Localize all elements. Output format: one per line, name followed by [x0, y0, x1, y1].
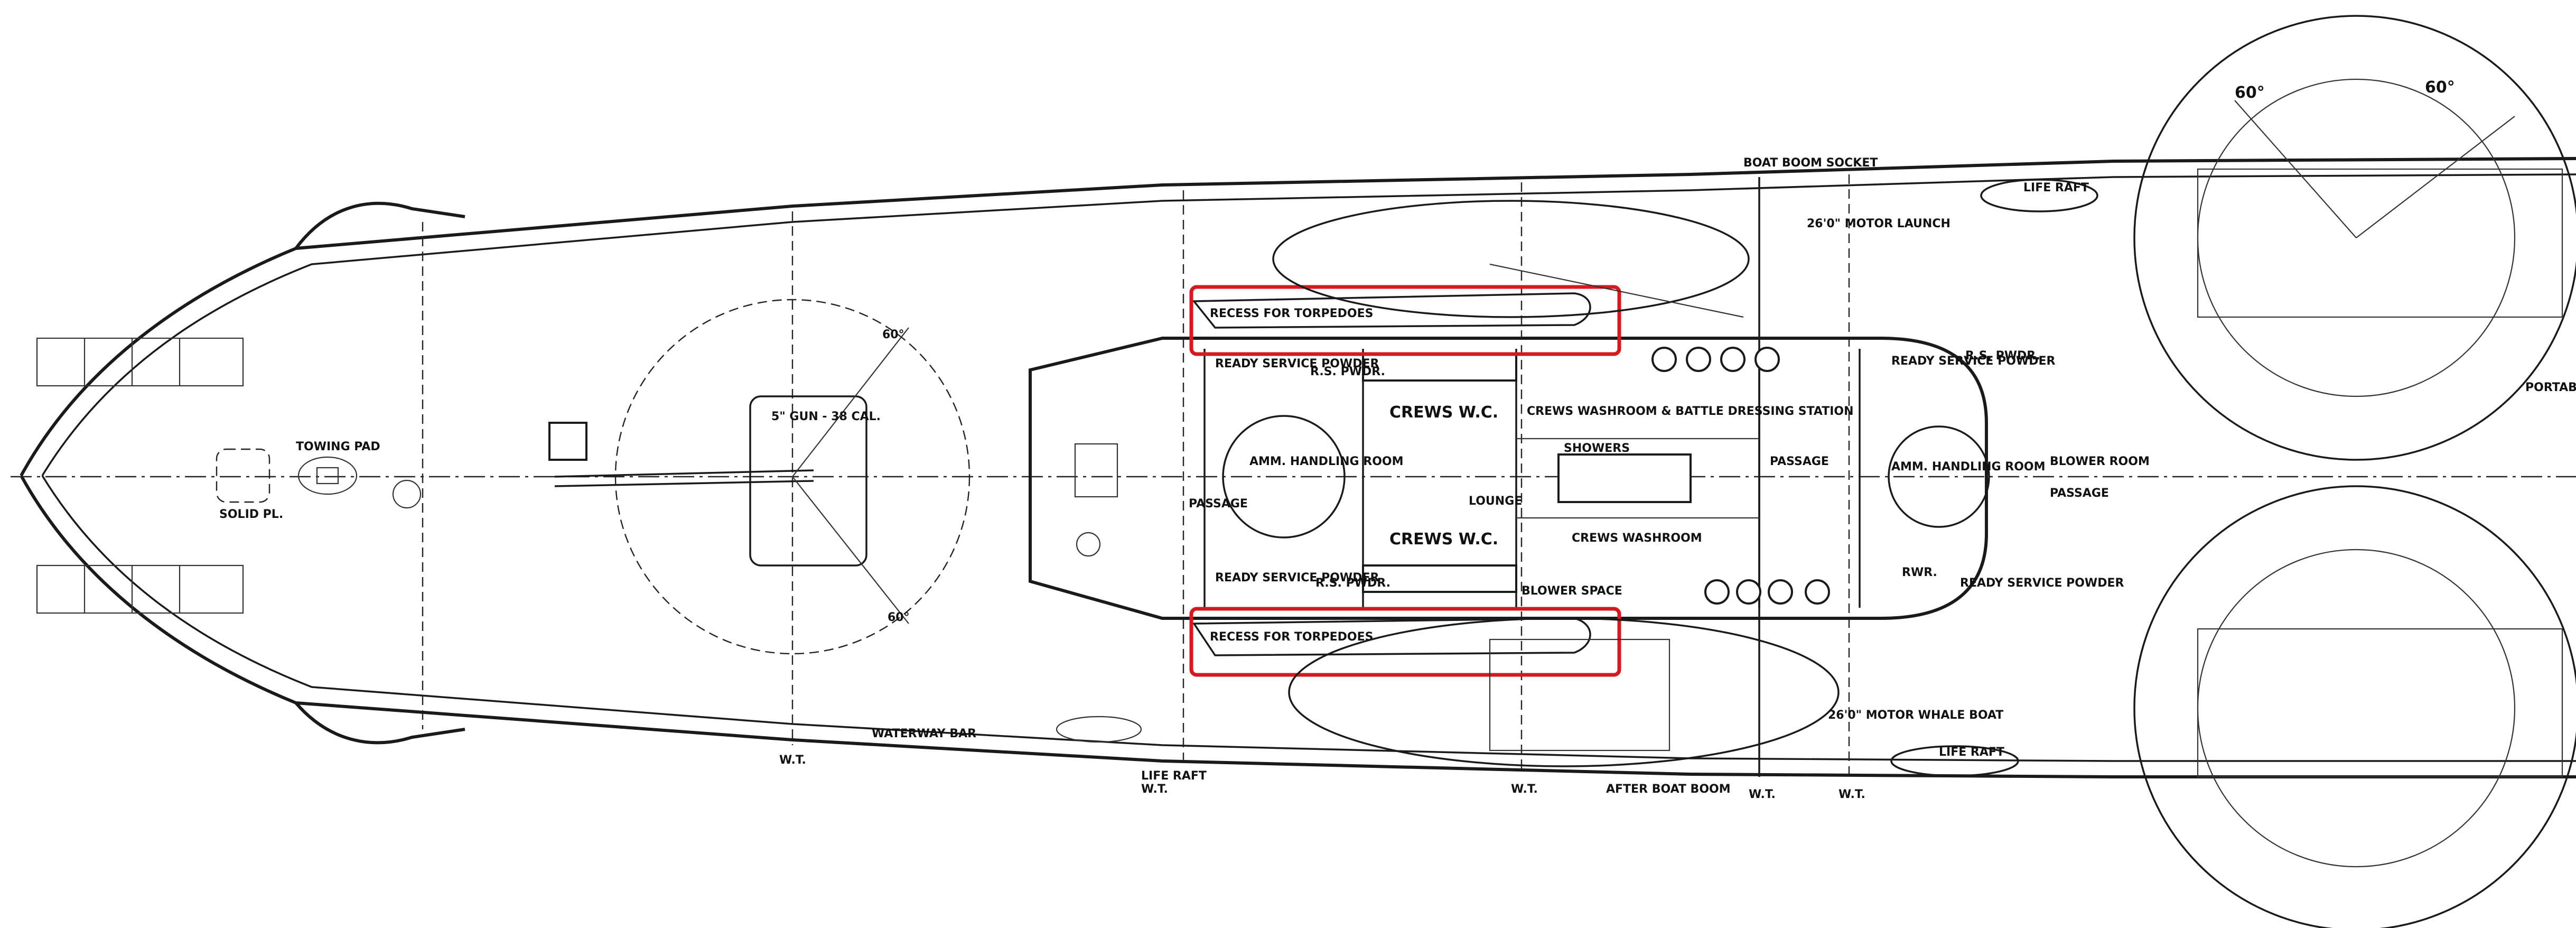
amm-handling-room-aft: AMM. HANDLING ROOM [1891, 460, 2046, 474]
bow-ladders [36, 337, 244, 614]
crews-wc-top: CREWS W.C. [1389, 403, 1498, 422]
after-boat-boom: AFTER BOAT BOOM [1606, 783, 1731, 796]
wt-marker-3: W.T. [1511, 783, 1538, 796]
ready-service-powder-fwd-top: READY SERVICE POWDER [1215, 357, 1379, 370]
side-note: PORTABLE SEARCHLIGHT OVER [2525, 381, 2576, 394]
wt-marker-1: W.T. [779, 754, 806, 767]
torpedo-recess-top [1189, 285, 1621, 356]
passage-mid: PASSAGE [1770, 455, 1829, 468]
life-raft-fwd: LIFE RAFT [1141, 769, 1207, 783]
blower-space: BLOWER SPACE [1522, 584, 1622, 598]
blower-room: BLOWER ROOM [2050, 455, 2150, 468]
wt-marker-4: W.T. [1749, 788, 1776, 801]
boat-boom-socket: BOAT BOOM SOCKET [1743, 156, 1878, 170]
motor-whale-boat-label: 26'0" MOTOR WHALE BOAT [1828, 709, 2003, 722]
deckhouse [1029, 337, 1990, 620]
angle-60-b: 60° [888, 611, 910, 624]
rwr-label: RWR. [1902, 566, 1937, 579]
crews-wc-bottom: CREWS W.C. [1389, 530, 1498, 549]
life-raft-top: LIFE RAFT [2023, 181, 2089, 194]
rs-pwdr-top: R.S. PWDR. [1310, 365, 1385, 378]
passage-aft: PASSAGE [2050, 487, 2109, 500]
life-raft-bottom: LIFE RAFT [1939, 746, 2004, 759]
ready-service-powder-aft-bottom: READY SERVICE POWDER [1960, 577, 2124, 590]
crews-washroom: CREWS WASHROOM [1572, 532, 1702, 545]
waterway-bar: WATERWAY BAR [872, 727, 976, 740]
amm-handling-room-fwd: AMM. HANDLING ROOM [1249, 455, 1404, 468]
lockers-top [1362, 347, 1830, 605]
ready-service-powder-aft-top: READY SERVICE POWDER [1891, 355, 2055, 368]
rs-pwdr-aft: R.S. PWDR. [1965, 349, 2040, 363]
wt-marker-5: W.T. [1838, 788, 1865, 801]
angle-60-d: 60° [2425, 78, 2455, 97]
gun-mount-5in [548, 299, 970, 655]
gun-label: 5" GUN - 38 CAL. [771, 410, 881, 423]
passage-fwd: PASSAGE [1189, 497, 1248, 511]
ready-service-powder-fwd-bottom: READY SERVICE POWDER [1215, 571, 1379, 584]
motor-whale-boat [1288, 617, 1840, 767]
recess-torpedoes-bottom: RECESS FOR TORPEDOES [1210, 630, 1373, 644]
aft-mount-bottom [2133, 485, 2576, 928]
towing-pad-label: TOWING PAD [296, 440, 380, 453]
wt-marker-2: W.T. [1141, 783, 1168, 796]
rs-pwdr-bottom: R.S. PWDR. [1315, 577, 1390, 590]
showers-label: SHOWERS [1564, 442, 1630, 455]
recess-torpedoes-top: RECESS FOR TORPEDOES [1210, 307, 1373, 320]
bow-hatch [216, 448, 422, 509]
hull-outline [20, 157, 2576, 778]
motor-launch [1272, 200, 1750, 318]
angle-60-c: 60° [2235, 83, 2265, 102]
crews-washroom-battle-dressing: CREWS WASHROOM & BATTLE DRESSING STATION [1527, 405, 1854, 418]
motor-launch-label: 26'0" MOTOR LAUNCH [1807, 217, 1950, 230]
aft-mount-top [2133, 15, 2576, 461]
solid-plate-label: SOLID PL. [219, 508, 283, 521]
torpedo-recess-bottom [1189, 607, 1621, 677]
life-rafts [1056, 179, 2098, 777]
angle-60-a: 60° [882, 328, 904, 341]
lounge-label: LOUNGE [1469, 495, 1522, 508]
